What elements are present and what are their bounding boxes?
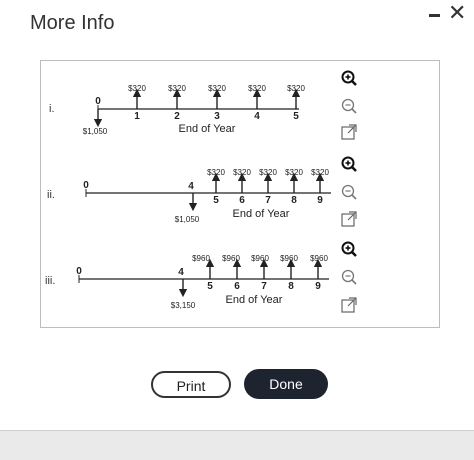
timeline-ii-label: ii. xyxy=(47,189,55,201)
timeline-iii-label: iii. xyxy=(45,275,56,287)
timeline-i-amount: $320 xyxy=(128,84,146,93)
zoom-in-icon[interactable] xyxy=(340,155,358,173)
timeline-ii-point: 8 xyxy=(291,195,297,206)
timeline-i-point: 0 xyxy=(95,96,101,107)
close-icon[interactable]: ✕ xyxy=(448,0,467,25)
timeline-i-amount: $320 xyxy=(287,84,305,93)
timeline-i-point: 1 xyxy=(134,111,140,122)
timeline-i-label: i. xyxy=(49,103,55,115)
timeline-i-xlabel: End of Year xyxy=(179,123,236,135)
zoom-in-icon[interactable] xyxy=(340,69,358,87)
timeline-ii-amount: $320 xyxy=(233,168,251,177)
timeline-iii-amount: $960 xyxy=(310,254,328,263)
timeline-iii-xlabel: End of Year xyxy=(226,294,283,306)
timeline-i-point: 3 xyxy=(214,111,220,122)
window-title: More Info xyxy=(30,12,115,34)
zoom-out-icon[interactable] xyxy=(340,97,358,115)
timeline-iii-point: 5 xyxy=(207,281,213,292)
bottom-bar xyxy=(0,430,474,460)
timeline-i-point: 4 xyxy=(254,111,260,122)
done-button[interactable]: Done xyxy=(244,369,328,399)
timeline-ii-xlabel: End of Year xyxy=(233,208,290,220)
timeline-iii-amount: $960 xyxy=(280,254,298,263)
expand-icon[interactable] xyxy=(340,296,358,314)
timeline-ii-point: 7 xyxy=(265,195,271,206)
timeline-iii: $3,150 $960 $960 $960 $960 $960 0 4 5 6 … xyxy=(76,254,329,310)
timeline-iii-point: 9 xyxy=(315,281,321,292)
timeline-iii-point: 4 xyxy=(178,267,184,278)
expand-icon[interactable] xyxy=(340,123,358,141)
cash-flow-panel: i. $1,050 $320 $320 $320 $320 $320 0 1 2… xyxy=(40,60,440,328)
timeline-iii-amount: $3,150 xyxy=(171,301,196,310)
timeline-i-amount: $320 xyxy=(168,84,186,93)
timeline-i-amount: $1,050 xyxy=(83,127,108,136)
timeline-i-point: 5 xyxy=(293,111,299,122)
print-button[interactable]: Print xyxy=(151,371,231,398)
timeline-ii-amount: $320 xyxy=(311,168,329,177)
timeline-iii-point: 0 xyxy=(76,266,82,277)
timeline-i-amount: $320 xyxy=(208,84,226,93)
zoom-in-icon[interactable] xyxy=(340,240,358,258)
timeline-iii-point: 6 xyxy=(234,281,240,292)
expand-icon[interactable] xyxy=(340,210,358,228)
timeline-ii-point: 0 xyxy=(83,180,89,191)
timeline-iii-amount: $960 xyxy=(192,254,210,263)
timeline-ii: $1,050 $320 $320 $320 $320 $320 0 4 5 6 … xyxy=(83,168,331,224)
timeline-ii-point: 6 xyxy=(239,195,245,206)
timeline-ii-amount: $320 xyxy=(259,168,277,177)
timeline-i: $1,050 $320 $320 $320 $320 $320 0 1 2 3 … xyxy=(83,84,306,136)
timeline-ii-point: 5 xyxy=(213,195,219,206)
timeline-iii-point: 7 xyxy=(261,281,267,292)
zoom-out-icon[interactable] xyxy=(340,183,358,201)
minimize-icon[interactable] xyxy=(428,6,442,22)
timeline-i-point: 2 xyxy=(174,111,180,122)
timeline-ii-amount: $320 xyxy=(285,168,303,177)
timeline-iii-amount: $960 xyxy=(222,254,240,263)
timeline-iii-amount: $960 xyxy=(251,254,269,263)
timeline-ii-amount: $320 xyxy=(207,168,225,177)
zoom-out-icon[interactable] xyxy=(340,268,358,286)
timeline-i-amount: $320 xyxy=(248,84,266,93)
timeline-iii-point: 8 xyxy=(288,281,294,292)
timeline-ii-amount: $1,050 xyxy=(175,215,200,224)
timeline-ii-point: 9 xyxy=(317,195,323,206)
timeline-ii-point: 4 xyxy=(188,181,194,192)
